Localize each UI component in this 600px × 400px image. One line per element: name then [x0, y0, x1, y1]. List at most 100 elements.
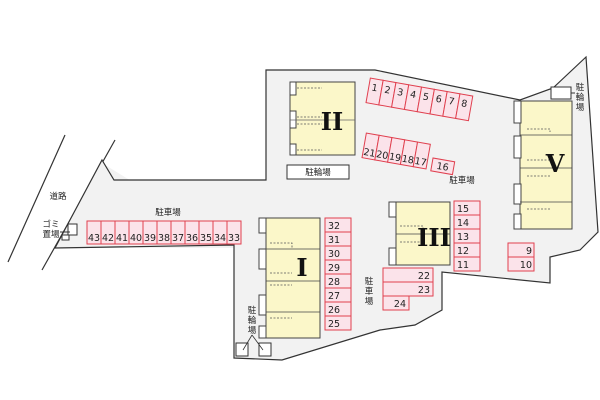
- parking-lot[interactable]: 19: [387, 136, 406, 166]
- svg-text:20: 20: [375, 149, 389, 162]
- building-II[interactable]: II: [289, 81, 356, 156]
- parking-lot[interactable]: 39: [142, 220, 158, 245]
- svg-text:駐: 駐: [576, 82, 585, 93]
- svg-text:34: 34: [214, 233, 226, 244]
- parking-lot[interactable]: 25: [324, 315, 352, 331]
- road-label: 道路: [49, 191, 67, 202]
- svg-text:場: 場: [248, 325, 257, 336]
- road-edge-west: [7, 134, 66, 263]
- parking-lot[interactable]: 43: [86, 220, 102, 245]
- lots-9-10: 9 10: [507, 242, 535, 272]
- parking-lot[interactable]: 18: [399, 139, 419, 168]
- parking-lot[interactable]: 34: [212, 220, 228, 245]
- parking-lot[interactable]: 37: [170, 220, 186, 245]
- parking-lot[interactable]: 38: [156, 220, 172, 245]
- bike-parking-box-right: [550, 86, 572, 100]
- parking-lot[interactable]: 11: [453, 256, 481, 272]
- svg-text:40: 40: [130, 233, 142, 244]
- parking-lot[interactable]: 28: [324, 273, 352, 289]
- svg-text:36: 36: [186, 233, 198, 244]
- parking-lot[interactable]: 15: [453, 200, 481, 216]
- svg-text:車: 車: [365, 286, 374, 297]
- parking-lot[interactable]: 8: [455, 93, 474, 122]
- parking-lot[interactable]: 14: [453, 214, 481, 230]
- svg-text:4: 4: [409, 89, 417, 101]
- parking-lot[interactable]: 20: [374, 134, 393, 163]
- svg-text:42: 42: [102, 233, 114, 244]
- parking-lot[interactable]: 35: [198, 220, 214, 245]
- parking-lot[interactable]: 21: [361, 132, 380, 161]
- building-label: I: [296, 253, 307, 282]
- parking-lot[interactable]: 32: [324, 217, 352, 233]
- parking-lot[interactable]: 26: [324, 301, 352, 317]
- parking-lot[interactable]: 31: [324, 231, 352, 247]
- svg-text:駐: 駐: [248, 305, 257, 316]
- bike-box-right: [258, 342, 272, 357]
- svg-text:27: 27: [328, 291, 340, 302]
- parking-lot[interactable]: 12: [453, 242, 481, 258]
- svg-text:3: 3: [396, 87, 404, 99]
- svg-text:23: 23: [418, 285, 430, 296]
- svg-text:1: 1: [371, 82, 379, 94]
- svg-text:28: 28: [328, 277, 340, 288]
- lots-11-15: 15 14 13 12 11: [453, 200, 481, 272]
- garbage-label-1: ゴミ: [42, 219, 59, 230]
- parking-lot[interactable]: 33: [226, 220, 242, 245]
- svg-text:37: 37: [172, 233, 184, 244]
- parking-lot[interactable]: 29: [324, 259, 352, 275]
- building-label: III: [417, 223, 451, 252]
- lots-17-21: 21 20 19 18 17 16: [361, 132, 456, 176]
- svg-text:場: 場: [365, 296, 374, 307]
- parking-lot[interactable]: 36: [184, 220, 200, 245]
- parking-lot[interactable]: 23: [382, 281, 434, 297]
- parking-label-right: 駐車場: [449, 175, 475, 186]
- svg-text:29: 29: [328, 263, 340, 274]
- svg-text:9: 9: [526, 246, 532, 257]
- parking-lot[interactable]: 13: [453, 228, 481, 244]
- parking-lot[interactable]: 27: [324, 287, 352, 303]
- building-V[interactable]: V: [513, 100, 573, 230]
- svg-text:16: 16: [436, 161, 450, 174]
- lots-22-24: 22 23 24: [382, 267, 434, 311]
- svg-text:18: 18: [401, 154, 415, 167]
- svg-text:場: 場: [576, 102, 585, 113]
- svg-text:14: 14: [457, 218, 469, 229]
- svg-text:5: 5: [422, 92, 430, 104]
- lots-33-43: 43 42 41 40 39 38 37 36 35 34 33: [86, 220, 242, 245]
- parking-label-left: 駐車場: [155, 207, 181, 218]
- parking-lot[interactable]: 40: [128, 220, 144, 245]
- garbage-label-2: 置場: [42, 229, 60, 240]
- svg-text:輪: 輪: [576, 92, 585, 103]
- svg-text:30: 30: [328, 249, 340, 260]
- svg-text:13: 13: [457, 232, 469, 243]
- parking-lot[interactable]: 17: [412, 141, 431, 170]
- svg-text:2: 2: [383, 85, 391, 97]
- svg-text:12: 12: [457, 246, 469, 257]
- building-label: II: [321, 107, 343, 136]
- lots-25-32: 32 31 30 29 28 27 26 25: [324, 217, 352, 331]
- svg-text:24: 24: [394, 299, 406, 310]
- svg-text:7: 7: [447, 96, 455, 108]
- svg-text:43: 43: [88, 233, 100, 244]
- svg-text:33: 33: [228, 233, 240, 244]
- svg-text:19: 19: [388, 151, 402, 164]
- svg-text:32: 32: [328, 221, 340, 232]
- svg-text:輪: 輪: [248, 315, 257, 326]
- parking-lot[interactable]: 30: [324, 245, 352, 261]
- parking-lot[interactable]: 41: [114, 220, 130, 245]
- parking-lot[interactable]: 10: [507, 256, 535, 272]
- parking-lot[interactable]: 42: [100, 220, 116, 245]
- svg-text:25: 25: [328, 319, 340, 330]
- parking-lot[interactable]: 16: [430, 157, 456, 176]
- svg-text:17: 17: [414, 156, 428, 169]
- parking-lot[interactable]: 22: [382, 267, 434, 283]
- parking-lot[interactable]: 9: [507, 242, 535, 258]
- svg-text:41: 41: [116, 233, 128, 244]
- building-label: V: [545, 149, 565, 178]
- svg-text:35: 35: [200, 233, 212, 244]
- svg-text:38: 38: [158, 233, 170, 244]
- building-III[interactable]: III: [388, 201, 451, 266]
- parking-lot[interactable]: 24: [382, 295, 410, 311]
- building-I[interactable]: I: [258, 217, 321, 339]
